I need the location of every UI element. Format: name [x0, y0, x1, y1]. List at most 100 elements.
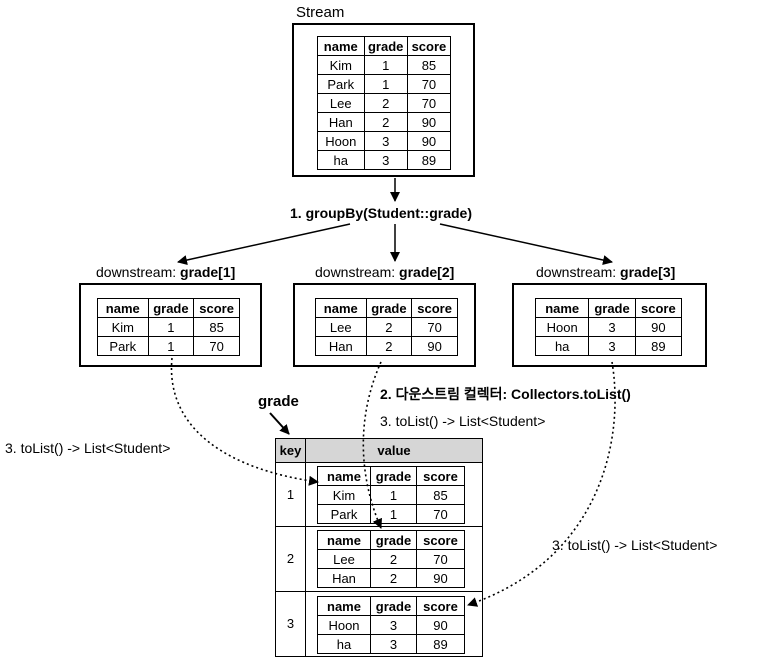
- downstream-label-1: downstream: grade[1]: [96, 264, 235, 280]
- downstream-key: grade[2]: [399, 264, 455, 280]
- cell-name: Park: [97, 336, 149, 356]
- downstream-label-3: downstream: grade[3]: [536, 264, 675, 280]
- cell-name: Hoon: [534, 317, 590, 337]
- cell-grade: 1: [370, 485, 417, 505]
- column-header: score: [193, 298, 240, 318]
- column-header: grade: [363, 36, 408, 56]
- cell-name: Park: [317, 74, 365, 94]
- cell-name: Kim: [97, 317, 149, 337]
- downstream-key: grade[1]: [180, 264, 236, 280]
- column-header: name: [317, 36, 365, 56]
- cell-grade: 3: [588, 336, 636, 356]
- column-header: grade: [370, 466, 417, 486]
- cell-name: ha: [534, 336, 590, 356]
- cell-grade: 1: [370, 504, 417, 524]
- column-header: score: [634, 298, 683, 318]
- column-header: score: [406, 36, 452, 56]
- cell-score: 89: [634, 336, 683, 356]
- stream-title: Stream: [296, 4, 345, 21]
- cell-score: 89: [416, 634, 465, 654]
- cell-name: Hoon: [317, 131, 365, 151]
- cell-score: 90: [406, 131, 452, 151]
- cell-name: ha: [317, 150, 365, 170]
- cell-score: 70: [406, 74, 452, 94]
- cell-name: ha: [317, 634, 371, 654]
- cell-score: 90: [411, 336, 458, 356]
- downstream-key: grade[3]: [620, 264, 676, 280]
- cell-score: 90: [406, 112, 452, 132]
- cell-name: Han: [317, 568, 371, 588]
- cell-score: 85: [416, 485, 465, 505]
- downstream-prefix: downstream:: [536, 264, 621, 280]
- column-header: score: [416, 596, 465, 616]
- map-key: 1: [276, 463, 306, 526]
- cell-grade: 2: [363, 112, 408, 132]
- cell-grade: 3: [363, 150, 408, 170]
- arrow-grade-to-key: [269, 412, 290, 435]
- step3-label-middle: 3. toList() -> List<Student>: [380, 413, 546, 429]
- column-header: name: [317, 466, 371, 486]
- downstream-prefix: downstream:: [96, 264, 181, 280]
- cell-score: 90: [634, 317, 683, 337]
- cell-score: 70: [416, 504, 465, 524]
- step3-label-right: 3. toList() -> List<Student>: [552, 537, 718, 553]
- table-header-row: name grade score: [317, 36, 452, 56]
- arrow-to-downstream-3: [439, 223, 613, 265]
- cell-grade: 1: [363, 55, 408, 75]
- column-header: score: [411, 298, 458, 318]
- cell-grade: 1: [363, 74, 408, 94]
- column-header: score: [416, 530, 465, 550]
- cell-score: 90: [416, 568, 465, 588]
- cell-grade: 2: [365, 317, 413, 337]
- column-header: grade: [588, 298, 636, 318]
- cell-grade: 3: [370, 615, 417, 635]
- downstream-label-2: downstream: grade[2]: [315, 264, 454, 280]
- column-header: name: [315, 298, 367, 318]
- column-header: grade: [370, 596, 417, 616]
- step2-label: 2. 다운스트림 컬렉터: Collectors.toList(): [380, 386, 631, 402]
- column-header: score: [416, 466, 465, 486]
- cell-name: Lee: [317, 93, 365, 113]
- cell-grade: 2: [365, 336, 413, 356]
- cell-score: 70: [411, 317, 458, 337]
- cell-grade: 2: [370, 549, 417, 569]
- cell-name: Kim: [317, 485, 371, 505]
- map-key: 3: [276, 592, 306, 656]
- value-header: value: [377, 443, 411, 458]
- column-header: name: [97, 298, 149, 318]
- cell-grade: 2: [363, 93, 408, 113]
- cell-name: Lee: [315, 317, 367, 337]
- column-header: name: [534, 298, 590, 318]
- map-header: key value: [276, 439, 482, 463]
- key-header: key: [276, 439, 306, 462]
- cell-score: 70: [416, 549, 465, 569]
